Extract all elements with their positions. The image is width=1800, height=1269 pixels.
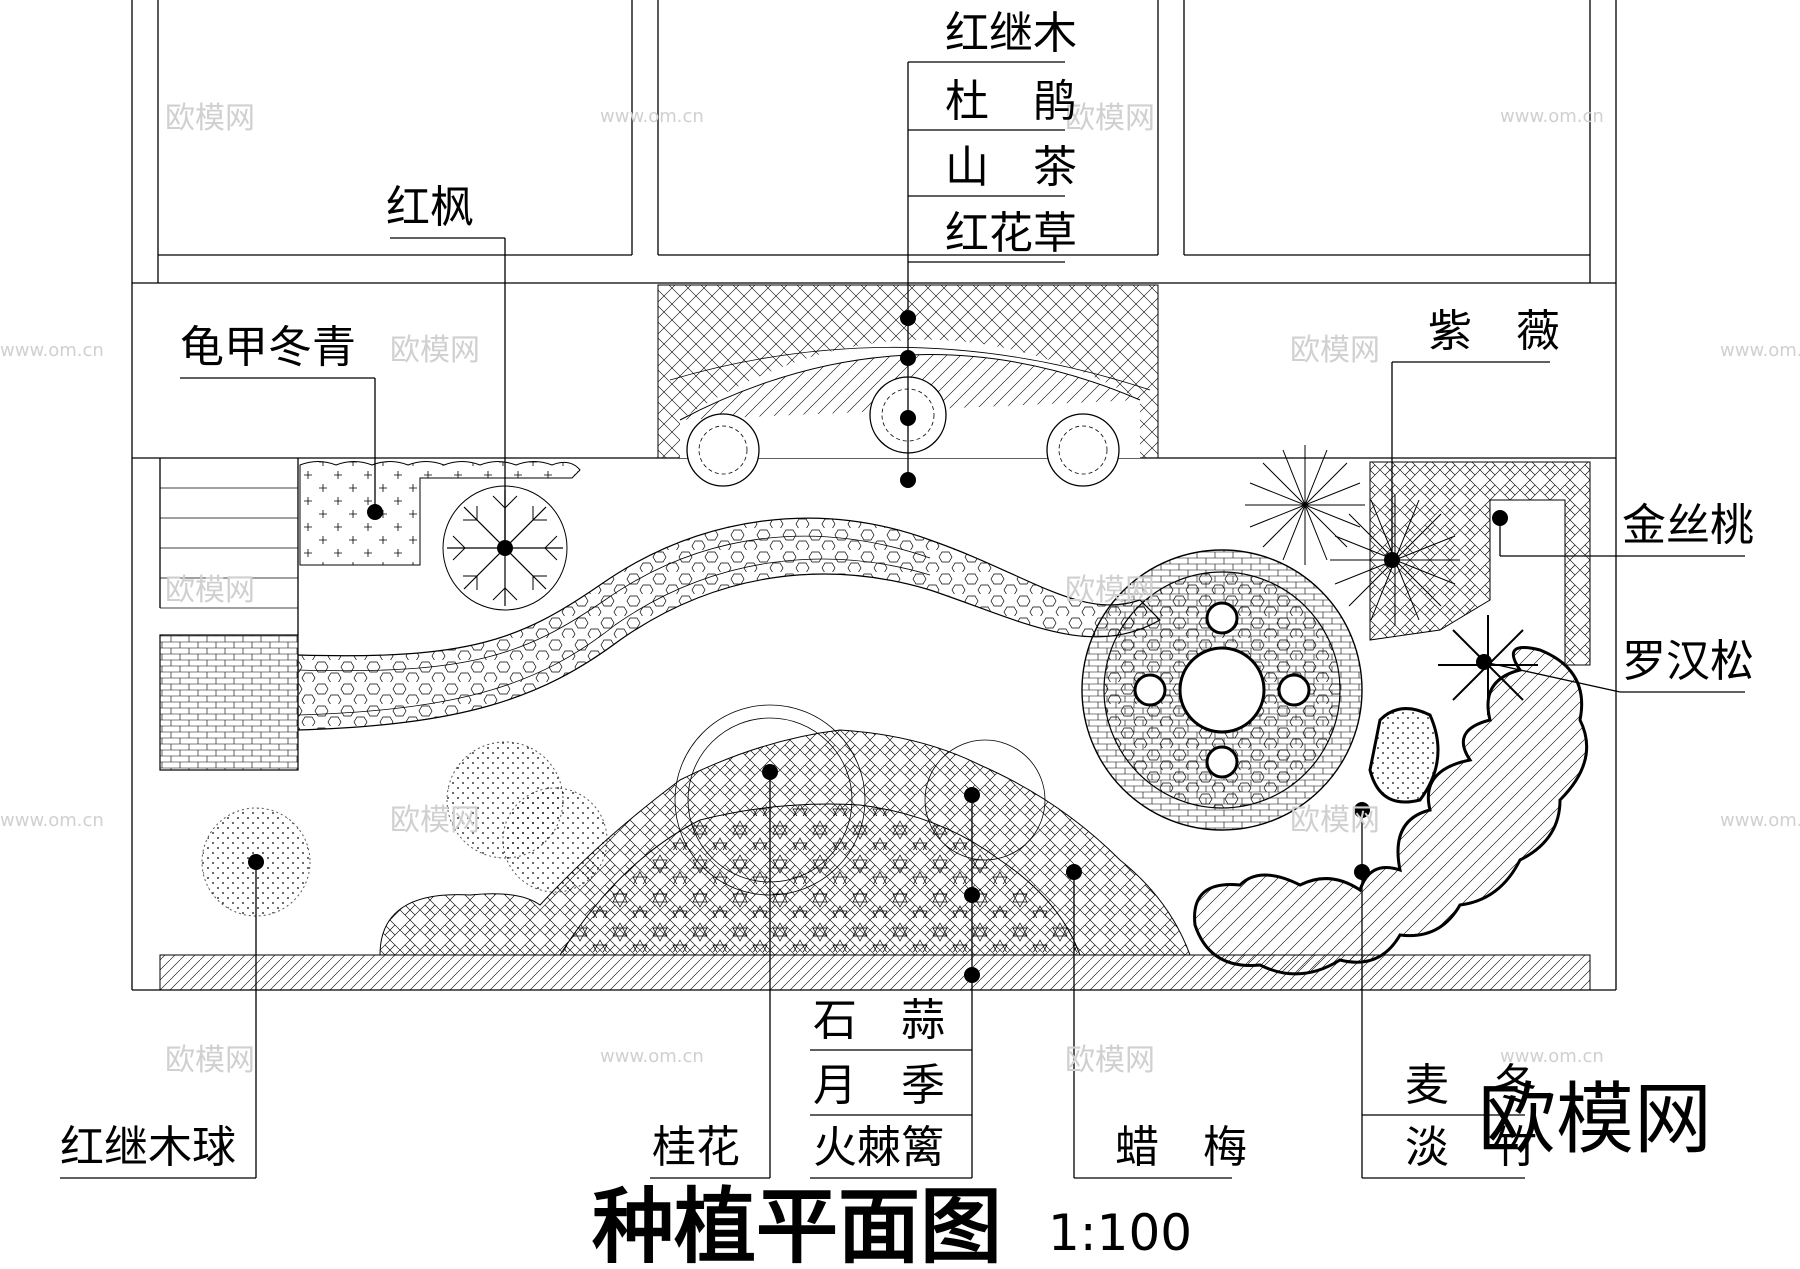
watermark-text: 欧模网 (1290, 803, 1380, 838)
watermark-text: 欧模网 (1065, 101, 1155, 136)
watermark-url: www.om.cn (0, 340, 104, 361)
brand-watermark: 欧模网 (1478, 1075, 1712, 1165)
watermark-url: www.om.cn (0, 810, 104, 831)
curving-hex-path (297, 517, 1161, 731)
label-maidong: 麦 冬 (1405, 1060, 1537, 1111)
watermark-text: 欧模网 (165, 1043, 255, 1078)
watermark-url: www.om.cn (600, 1046, 704, 1067)
drawing-scale: 1:100 (1048, 1204, 1192, 1262)
watermark-text: 欧模网 (1065, 1043, 1155, 1078)
label-ziwei: 紫 薇 (1428, 306, 1560, 357)
watermark-url: www.om.cn (600, 106, 704, 127)
watermark-text: 欧模网 (1290, 333, 1380, 368)
drawing-title: 种植平面图 (592, 1180, 1002, 1269)
watermark-text: 欧模网 (165, 573, 255, 608)
watermark-text: 欧模网 (165, 101, 255, 136)
label-danzhu: 淡 竹 (1405, 1122, 1537, 1173)
label-honghuacao: 红花草 (945, 208, 1077, 259)
label-shancha: 山 茶 (945, 142, 1077, 193)
label-guijia: 龟甲冬青 (180, 322, 356, 373)
watermark-url: www.om.cn (1500, 106, 1604, 127)
watermark-url: www.om.cn (1500, 1046, 1604, 1067)
label-jinsitao: 金丝桃 (1622, 500, 1754, 551)
label-luohansong: 罗汉松 (1622, 636, 1754, 687)
label-hongjimuqiu: 红继木球 (60, 1122, 236, 1173)
label-guihua: 桂花 (652, 1122, 740, 1173)
label-hongjimu: 红继木 (945, 8, 1077, 59)
label-shisuan: 石 蒜 (813, 995, 945, 1046)
label-huojili: 火棘篱 (813, 1122, 945, 1173)
round-plaza (1081, 549, 1363, 831)
label-hongfeng: 红枫 (386, 182, 474, 233)
watermark-text: 欧模网 (390, 333, 480, 368)
label-dujuan: 杜 鹃 (945, 76, 1077, 127)
watermark-text: 欧模网 (1065, 573, 1155, 608)
watermarks: 欧模网 欧模网 欧模网 欧模网 欧模网 欧模网 欧模网 欧模网 欧模网 欧模网 … (0, 101, 1800, 1078)
entry-brick-paving (159, 634, 299, 771)
watermark-url: www.om.cn (1720, 340, 1800, 361)
guijia-hedge (299, 461, 581, 566)
label-yueji: 月 季 (813, 1060, 945, 1111)
leader-dots (248, 310, 1508, 983)
watermark-text: 欧模网 (390, 803, 480, 838)
watermark-url: www.om.cn (1720, 810, 1800, 831)
plant-labels: 红继木 杜 鹃 山 茶 红花草 红枫 龟甲冬青 紫 薇 金丝桃 罗汉松 红继木球… (60, 8, 1754, 1173)
right-planting-area (1193, 445, 1591, 976)
label-lamei: 蜡 梅 (1115, 1122, 1247, 1173)
